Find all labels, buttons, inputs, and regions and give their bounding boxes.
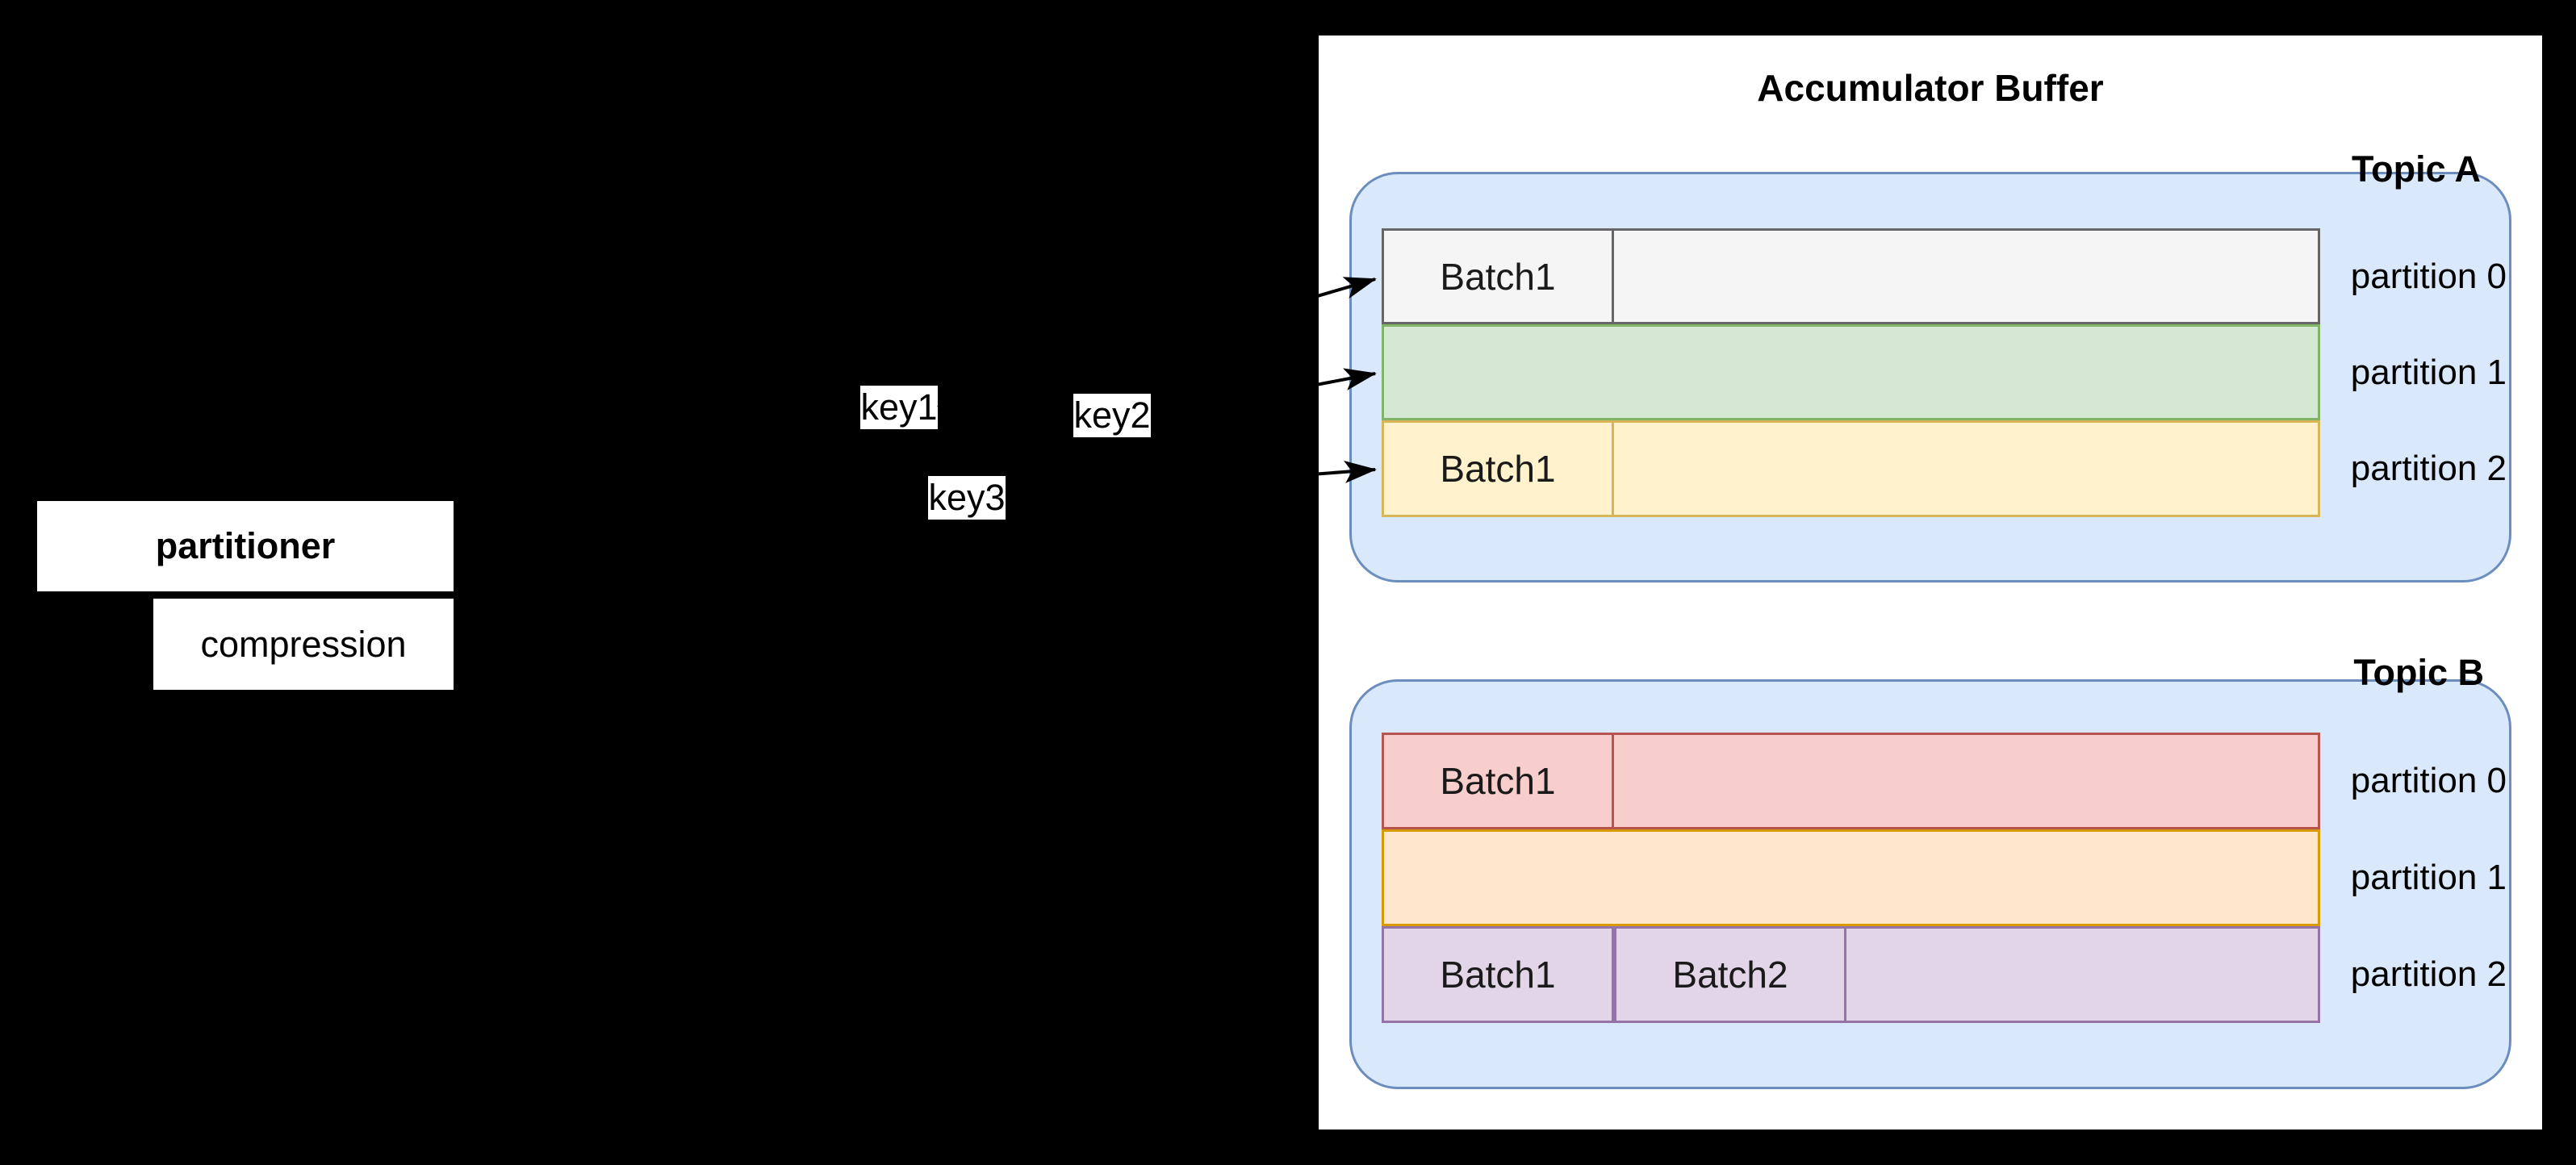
topic-a-partition-1-label: partition 1 bbox=[2350, 352, 2507, 392]
topic-a-label: Topic A bbox=[2352, 148, 2481, 190]
partitioner-label: partitioner bbox=[155, 525, 336, 566]
compression-label: compression bbox=[200, 623, 407, 665]
topic-b-partition-2-batch2-cell: Batch2 bbox=[1614, 926, 1846, 1023]
key2-label: key2 bbox=[1073, 394, 1151, 437]
topic-a-partition-2-label: partition 2 bbox=[2350, 449, 2507, 488]
topic-a-partition-2-row bbox=[1382, 420, 2320, 517]
topic-a-partition-2-batch1-cell: Batch1 bbox=[1382, 420, 1614, 517]
batch-label: Batch1 bbox=[1440, 760, 1556, 802]
arrow-key1-to-topic-a-partition-0 bbox=[937, 277, 1377, 409]
compression-box: compression bbox=[153, 599, 454, 690]
topic-b-partition-0-batch1-cell: Batch1 bbox=[1382, 733, 1614, 829]
topic-a-partition-1-row bbox=[1382, 324, 2320, 420]
batch-label: Batch1 bbox=[1440, 954, 1556, 996]
topic-b-partition-0-label: partition 0 bbox=[2350, 761, 2507, 800]
accumulator-buffer-title: Accumulator Buffer bbox=[1757, 67, 2104, 109]
topic-b-label: Topic B bbox=[2353, 652, 2484, 693]
partitioner-box: partitioner bbox=[37, 501, 454, 591]
key3-label: key3 bbox=[928, 476, 1006, 520]
topic-a-partition-0-batch1-cell: Batch1 bbox=[1382, 228, 1614, 324]
batch-label: Batch2 bbox=[1672, 954, 1788, 996]
topic-a-partition-0-label: partition 0 bbox=[2350, 256, 2507, 296]
topic-b-partition-2-batch1-cell: Batch1 bbox=[1382, 926, 1614, 1023]
topic-a-partition-0-row bbox=[1382, 228, 2320, 324]
topic-b-partition-2-label: partition 2 bbox=[2350, 954, 2507, 994]
topic-b-partition-2-row bbox=[1382, 926, 2320, 1023]
batch-label: Batch1 bbox=[1440, 448, 1556, 490]
key1-label: key1 bbox=[860, 386, 938, 429]
topic-b-partition-1-label: partition 1 bbox=[2350, 858, 2507, 897]
batch-label: Batch1 bbox=[1440, 255, 1556, 298]
topic-b-partition-1-row bbox=[1382, 829, 2320, 926]
